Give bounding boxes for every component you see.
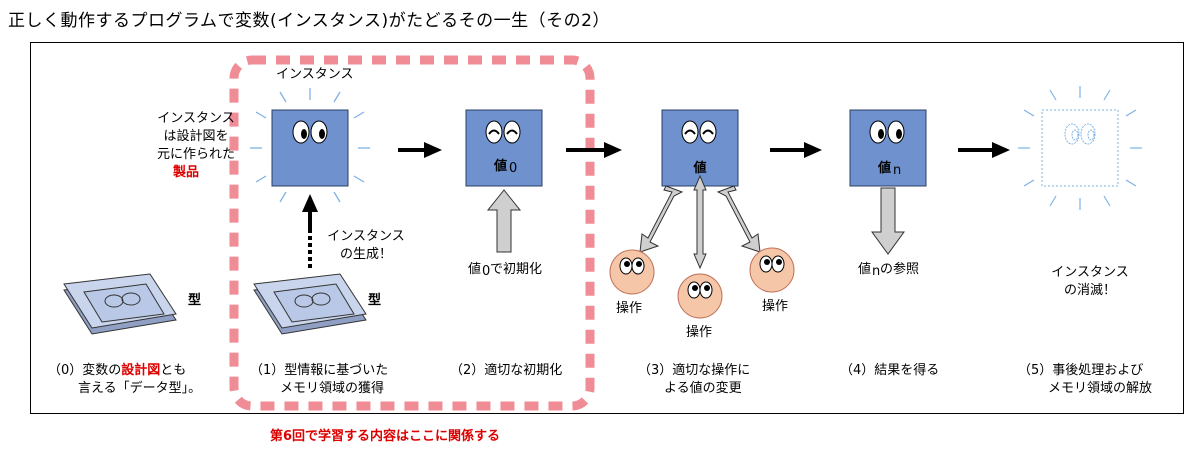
init-label-rest: で初期化 <box>490 262 542 277</box>
happy-eyes-icon <box>485 120 521 144</box>
operation-arrows <box>639 174 761 270</box>
ref-label-rest: の参照 <box>880 261 919 277</box>
creation-label-line1: インスタンス <box>327 229 404 244</box>
ref-label-main: 値 <box>858 261 871 277</box>
step-4-line1: （4）結果を得る <box>840 362 939 378</box>
product-note-line2: は設計図を <box>163 128 228 144</box>
type-label-1: 型 <box>368 292 381 308</box>
happy-eyes-icon-2 <box>681 120 717 144</box>
step-1-line2: メモリ領域の獲得 <box>280 380 384 396</box>
operator-face-3 <box>749 247 795 293</box>
product-note-line1: インスタンス <box>157 111 234 126</box>
step-2-line1: （2）適切な初期化 <box>450 362 562 378</box>
step-1-line1: （1）型情報に基づいた <box>250 363 388 378</box>
init-label-main: 値 <box>468 261 481 277</box>
product-note-line3: 元に作られた <box>157 147 235 162</box>
destroy-label-line2: の消滅！ <box>1064 283 1116 298</box>
type-label-0: 型 <box>188 292 201 308</box>
step-0-line2: 言える「データ型」。 <box>78 380 201 396</box>
value-box-initial-label: 値 <box>493 158 507 174</box>
ref-arrow <box>871 187 905 255</box>
value-box-result-label: 値 <box>877 160 891 176</box>
instance-rays <box>250 88 370 203</box>
destroy-label-line1: インスタンス <box>1051 265 1128 280</box>
init-arrow <box>486 189 522 253</box>
value-box-initial <box>465 109 543 187</box>
diagram-frame <box>30 42 1184 414</box>
instance-label: インスタンス <box>276 67 353 82</box>
instance-box <box>271 109 349 187</box>
type-tray-icon <box>63 273 177 335</box>
eyes-icon <box>292 120 328 144</box>
operator-face-1 <box>609 249 655 295</box>
step-3-line2: よる値の変更 <box>664 380 742 396</box>
init-label-sub: 0 <box>482 264 490 279</box>
operation-label-2: 操作 <box>686 324 712 340</box>
step-5-line2: メモリ領域の解放 <box>1048 380 1152 396</box>
page-title: 正しく動作するプログラムで変数(インスタンス)がたどるその一生（その2） <box>8 11 610 31</box>
type-tray-icon-2 <box>253 273 367 335</box>
step-3-line1: （3）適切な操作に <box>638 362 750 378</box>
step-5-line1: （5）事後処理および <box>1018 363 1143 378</box>
product-note-line4: 製品 <box>172 164 199 180</box>
operator-face-2 <box>677 273 723 319</box>
value-box-operated <box>661 109 739 187</box>
value-box-result-sub: n <box>893 163 901 178</box>
value-box-result <box>849 109 927 187</box>
vanishing-rays <box>1018 86 1142 210</box>
highlight-caption: 第6回で学習する内容はここに関係する <box>270 428 500 444</box>
ref-label-sub: n <box>872 264 880 279</box>
vanished-instance-box <box>1041 109 1119 187</box>
operation-label-1: 操作 <box>616 300 642 316</box>
faded-eyes-icon <box>1064 123 1096 145</box>
operation-label-3: 操作 <box>762 298 788 314</box>
eyes-icon-2 <box>869 120 905 144</box>
highlight-region <box>229 55 595 411</box>
value-box-initial-sub: 0 <box>509 161 517 176</box>
step-0-line1: （0）変数の設計図とも <box>48 362 186 378</box>
value-box-operated-label: 値 <box>692 160 706 176</box>
creation-label-line2: の生成！ <box>340 247 392 262</box>
